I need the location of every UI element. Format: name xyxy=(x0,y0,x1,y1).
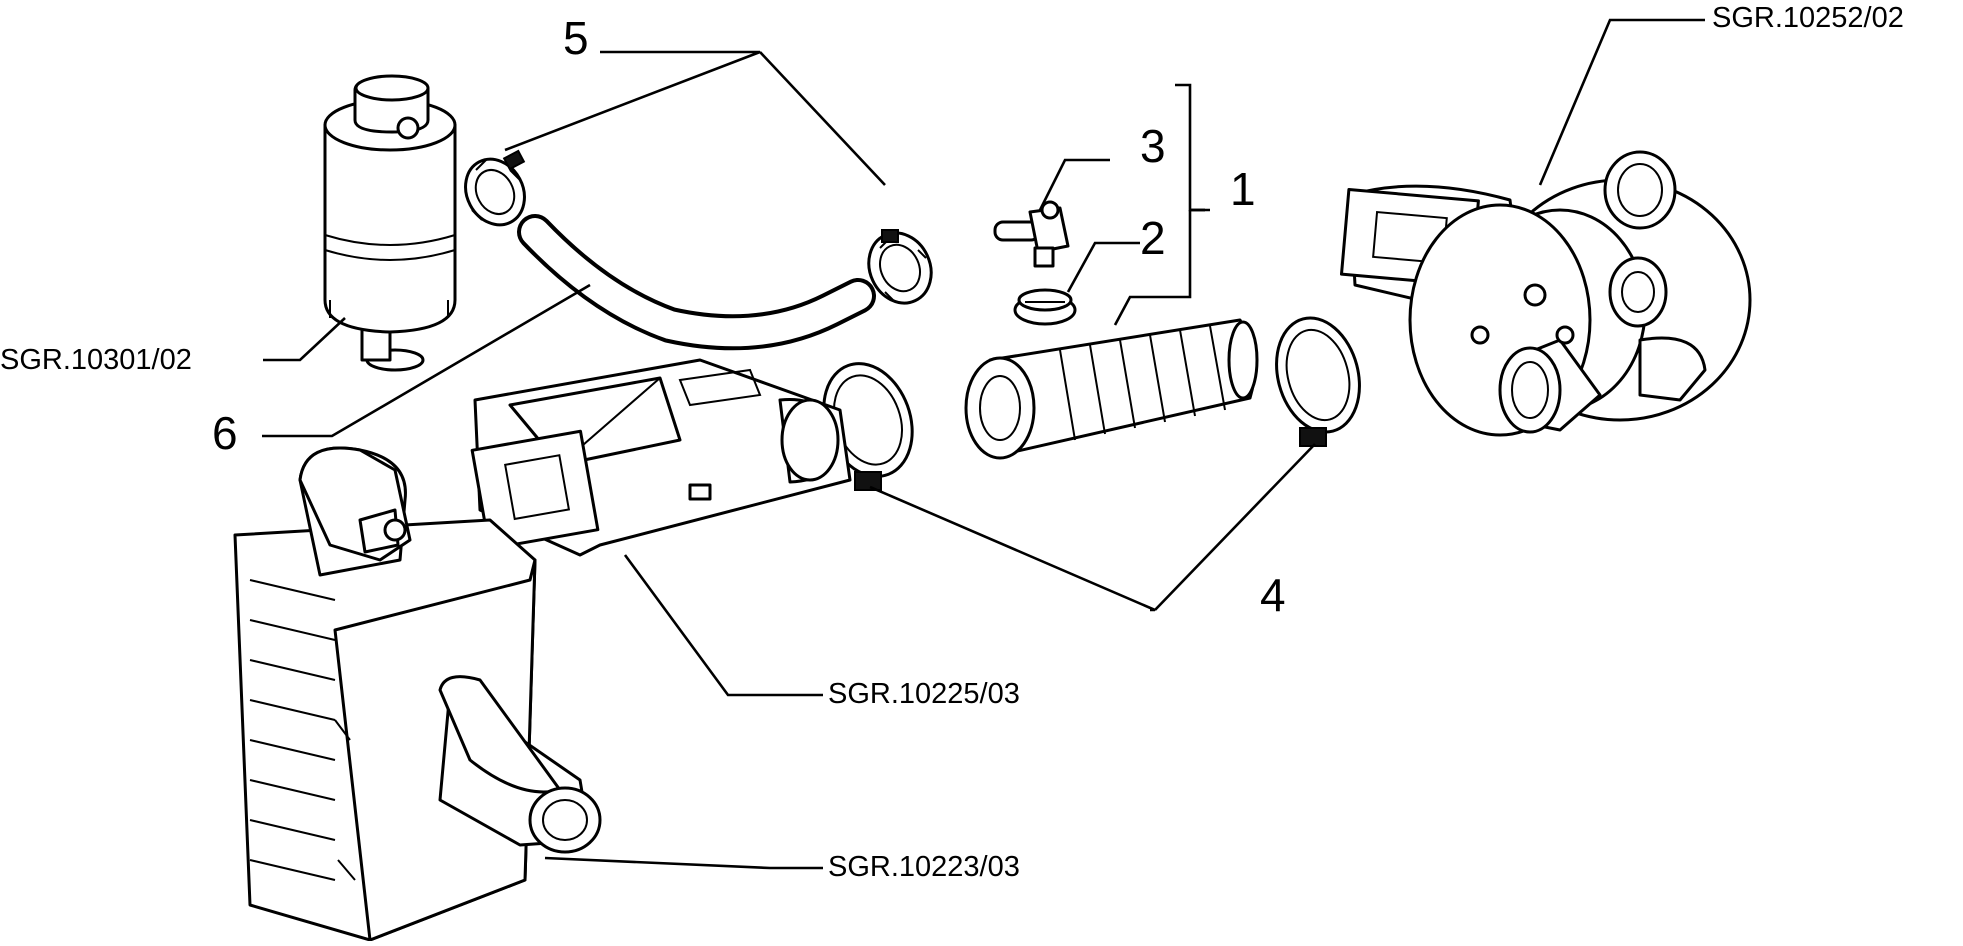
ref-intake-label: SGR.10225/03 xyxy=(828,678,1020,710)
callout-2: 2 xyxy=(1140,212,1166,264)
fitting-3 xyxy=(993,200,1070,268)
hose-6 xyxy=(517,214,876,351)
intake-manifold xyxy=(470,358,852,557)
valve-canister xyxy=(323,74,457,372)
bellows-hose-1 xyxy=(964,318,1259,460)
clamp-5-right xyxy=(867,229,933,305)
air-filter xyxy=(233,446,602,942)
ref-turbo-label: SGR.10252/02 xyxy=(1712,2,1904,34)
ref-filter-label: SGR.10223/03 xyxy=(828,851,1020,883)
clamp-5-left xyxy=(464,149,526,227)
callout-6: 6 xyxy=(212,407,238,459)
callout-5: 5 xyxy=(563,12,589,64)
callout-3: 3 xyxy=(1140,120,1166,172)
leader-lines xyxy=(262,18,1705,870)
callout-4: 4 xyxy=(1260,569,1286,621)
clamp-4-right xyxy=(1275,316,1361,447)
ref-valve-label: SGR.10301/02 xyxy=(0,344,192,376)
callout-1: 1 xyxy=(1230,163,1256,215)
turbocharger xyxy=(1339,150,1752,437)
cap-2 xyxy=(1013,288,1077,326)
